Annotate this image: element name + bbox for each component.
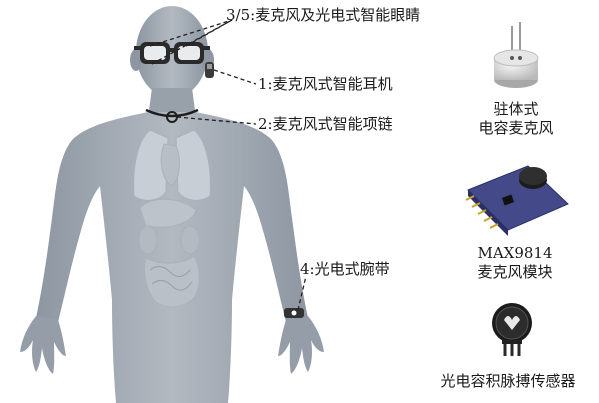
pulse-sensor-image: [492, 303, 532, 356]
caption-line: MAX9814: [460, 244, 570, 263]
callout-earphone-label: 1:麦克风式智能耳机: [258, 77, 393, 92]
earphone-device: [205, 62, 214, 78]
caption-line: 电容麦克风: [468, 119, 564, 138]
caption-line: 驻体式: [468, 100, 564, 119]
pulse-sensor-caption: 光电容积脉搏传感器: [418, 372, 598, 391]
callout-necklace-label: 2:麦克风式智能项链: [258, 117, 393, 132]
electret-microphone-caption: 驻体式 电容麦克风: [468, 100, 564, 138]
electret-microphone-image: [494, 22, 538, 88]
wristband-device: [284, 308, 304, 318]
callout-wristband-label: 4:光电式腕带: [300, 262, 390, 277]
caption-line: 光电容积脉搏传感器: [418, 372, 598, 391]
max9814-module-image: [466, 166, 568, 236]
callout-glasses-label: 3/5:麦克风及光电式智能眼睛: [226, 8, 420, 23]
caption-line: 麦克风模块: [460, 263, 570, 282]
max9814-caption: MAX9814 麦克风模块: [460, 244, 570, 282]
human-body-figure: [20, 6, 324, 403]
